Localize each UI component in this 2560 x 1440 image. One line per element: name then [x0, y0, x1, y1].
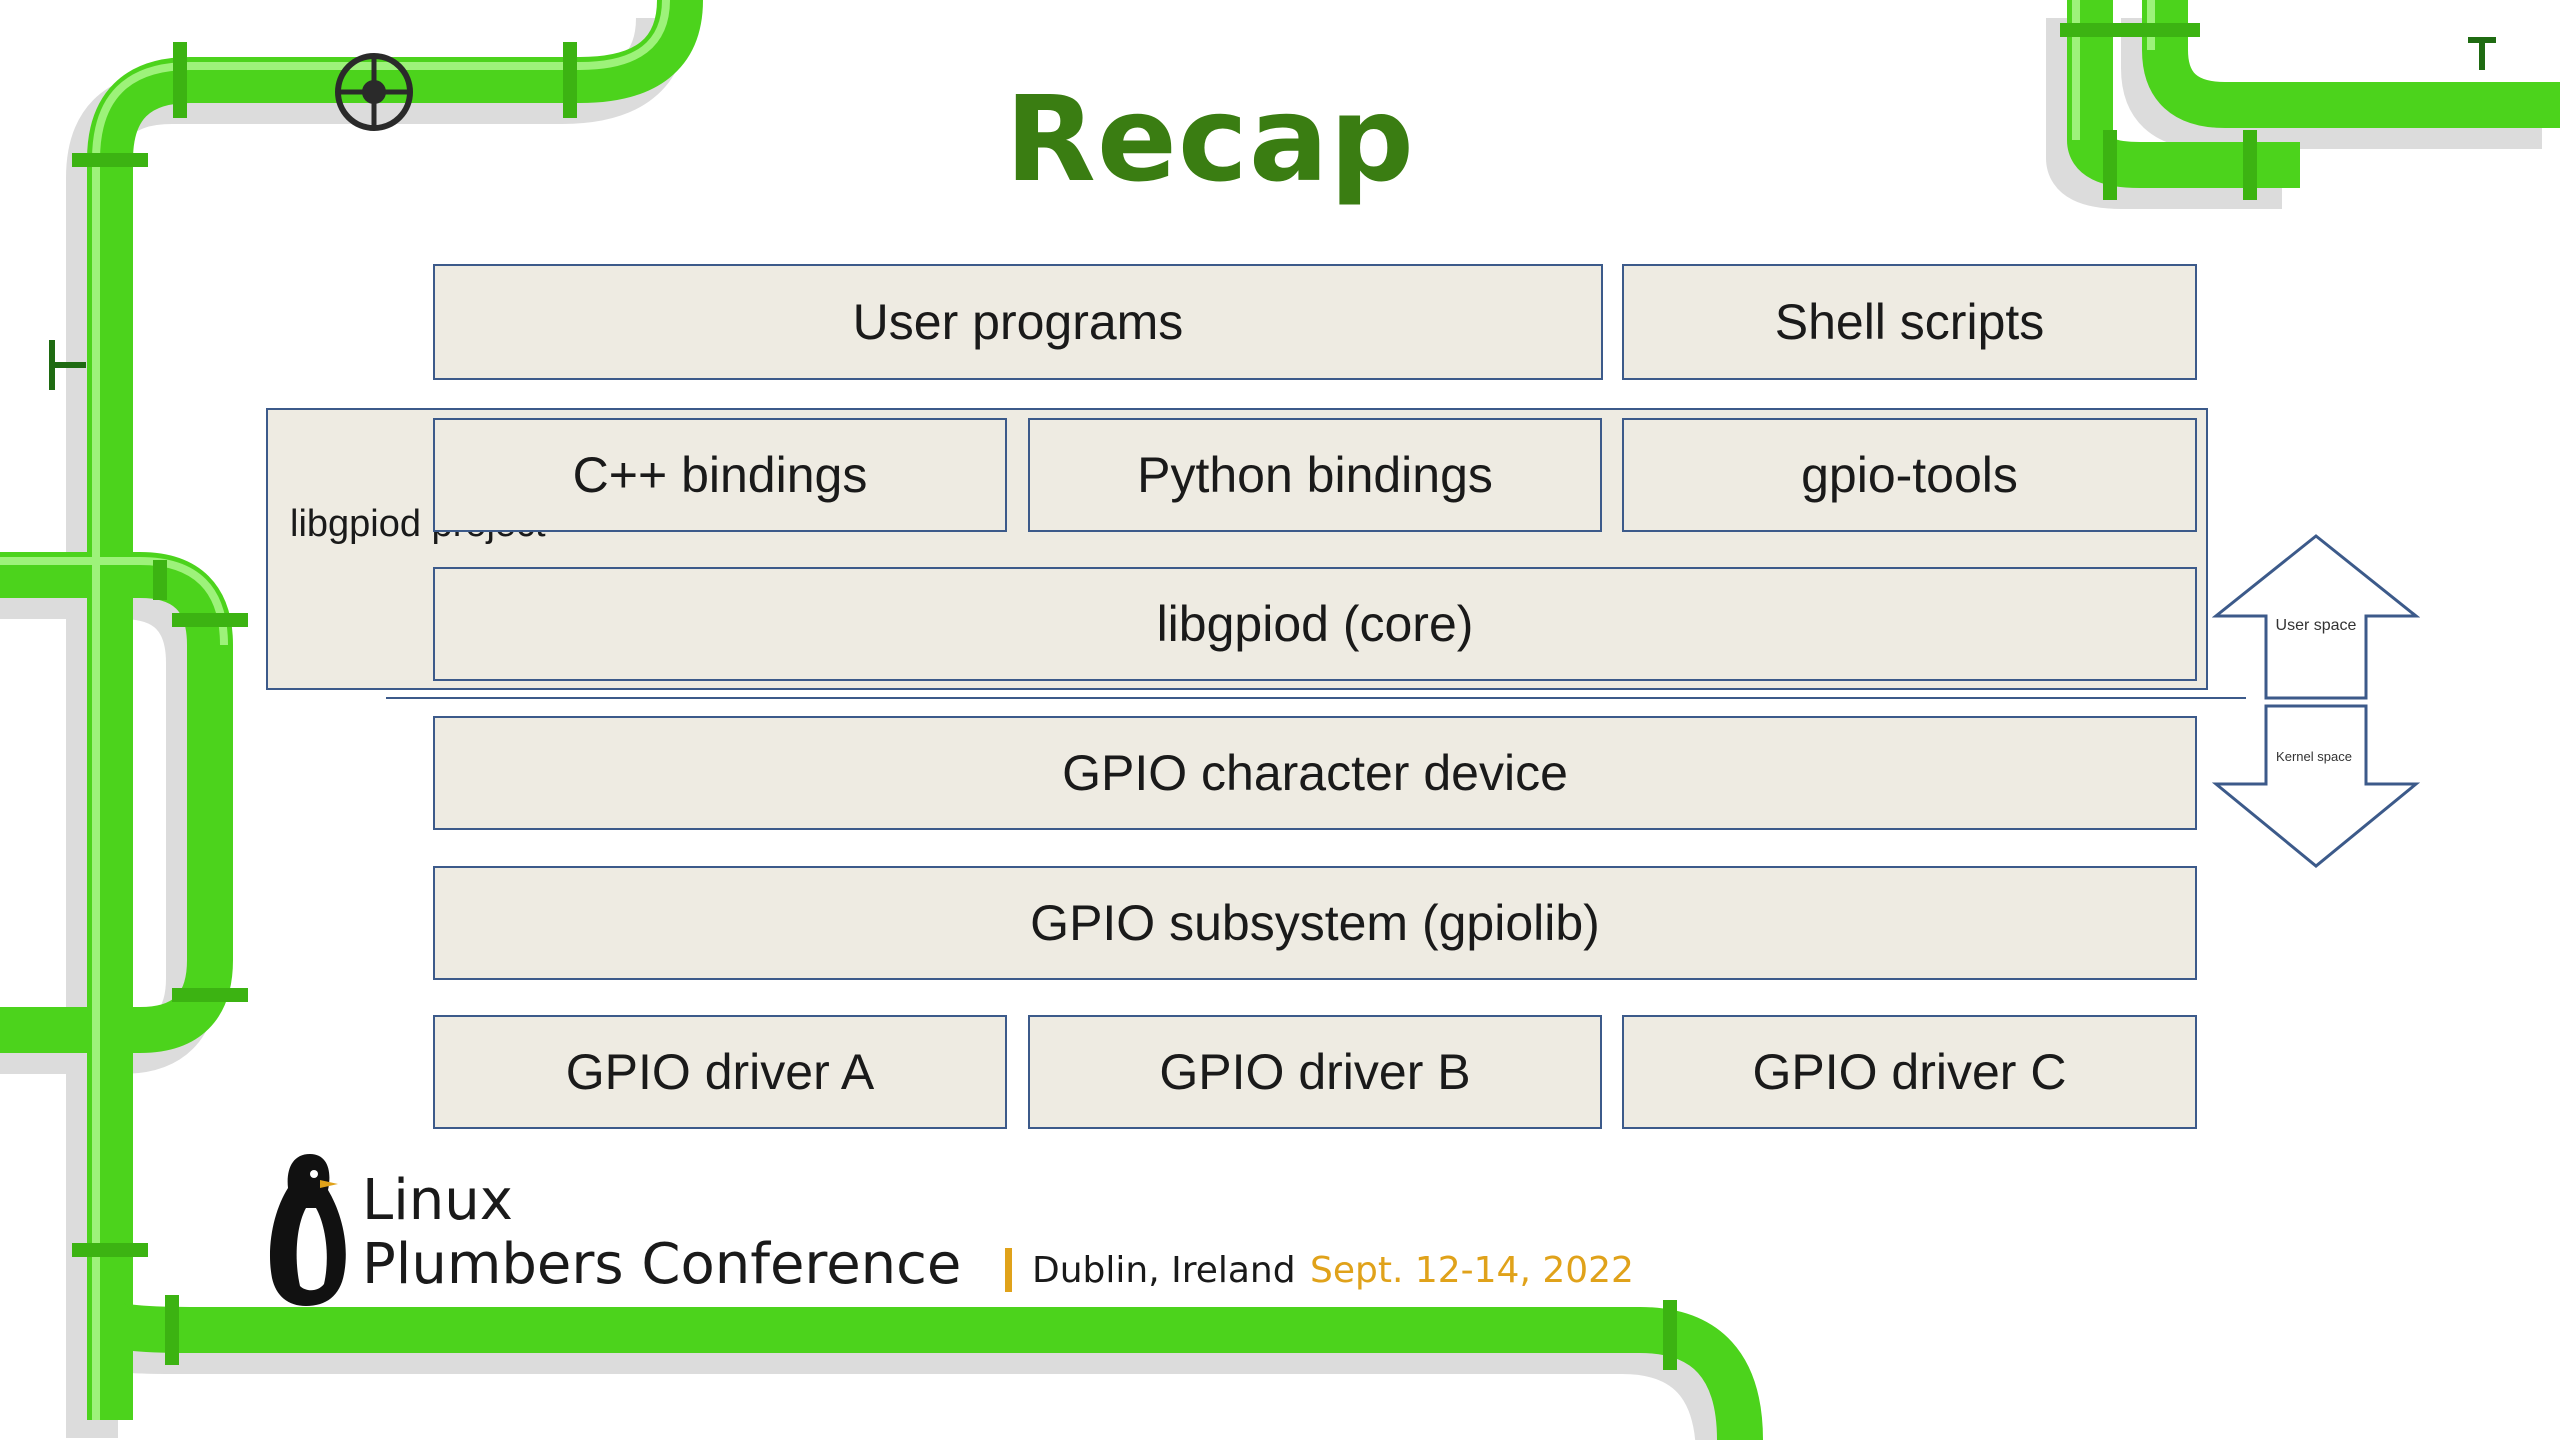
pipe-bottom	[87, 1302, 1763, 1440]
conference-name-line2: Plumbers Conference	[362, 1232, 962, 1297]
box-shell-scripts: Shell scripts	[1622, 264, 2197, 380]
box-label: C++ bindings	[572, 447, 868, 503]
user-space-label: User space	[2275, 617, 2357, 634]
user-kernel-divider	[386, 697, 2246, 699]
slide-title: Recap	[1005, 70, 1415, 208]
penguin-icon	[269, 1154, 346, 1306]
box-label: Python bindings	[1137, 447, 1493, 503]
pipe-left-main	[87, 0, 703, 1420]
pipe-top-right-2	[2142, 0, 2560, 128]
box-label: GPIO character device	[1062, 745, 1568, 801]
pipe-left-loop	[0, 552, 233, 1053]
box-gpio-driver-c: GPIO driver C	[1622, 1015, 2197, 1129]
conference-location: Dublin, Ireland	[1032, 1250, 1296, 1291]
box-label: User programs	[852, 294, 1184, 350]
box-label: GPIO driver C	[1752, 1044, 2067, 1100]
box-gpio-subsystem: GPIO subsystem (gpiolib)	[433, 866, 2197, 980]
box-gpio-tools: gpio-tools	[1622, 418, 2197, 532]
box-label: GPIO driver A	[565, 1044, 875, 1100]
box-gpio-driver-a: GPIO driver A	[433, 1015, 1007, 1129]
box-user-programs: User programs	[433, 264, 1603, 380]
footer-separator	[1005, 1248, 1012, 1292]
box-libgpiod-core: libgpiod (core)	[433, 567, 2197, 681]
box-label: Shell scripts	[1774, 294, 2045, 350]
box-label: gpio-tools	[1801, 447, 2018, 503]
box-gpio-character-device: GPIO character device	[433, 716, 2197, 830]
valve-wheel-icon	[335, 53, 413, 131]
box-label: GPIO driver B	[1159, 1044, 1471, 1100]
box-python-bindings: Python bindings	[1028, 418, 1602, 532]
conference-dates: Sept. 12-14, 2022	[1310, 1250, 1634, 1291]
box-label: libgpiod (core)	[1156, 596, 1474, 652]
pipe-top-right-1	[2067, 0, 2300, 188]
conference-name-line1: Linux	[362, 1168, 513, 1233]
box-gpio-driver-b: GPIO driver B	[1028, 1015, 1602, 1129]
kernel-space-label: Kernel space	[2276, 749, 2352, 764]
box-cpp-bindings: C++ bindings	[433, 418, 1007, 532]
up-arrow-icon	[2212, 534, 2420, 700]
down-arrow-icon	[2212, 704, 2420, 868]
box-label: GPIO subsystem (gpiolib)	[1030, 895, 1600, 951]
